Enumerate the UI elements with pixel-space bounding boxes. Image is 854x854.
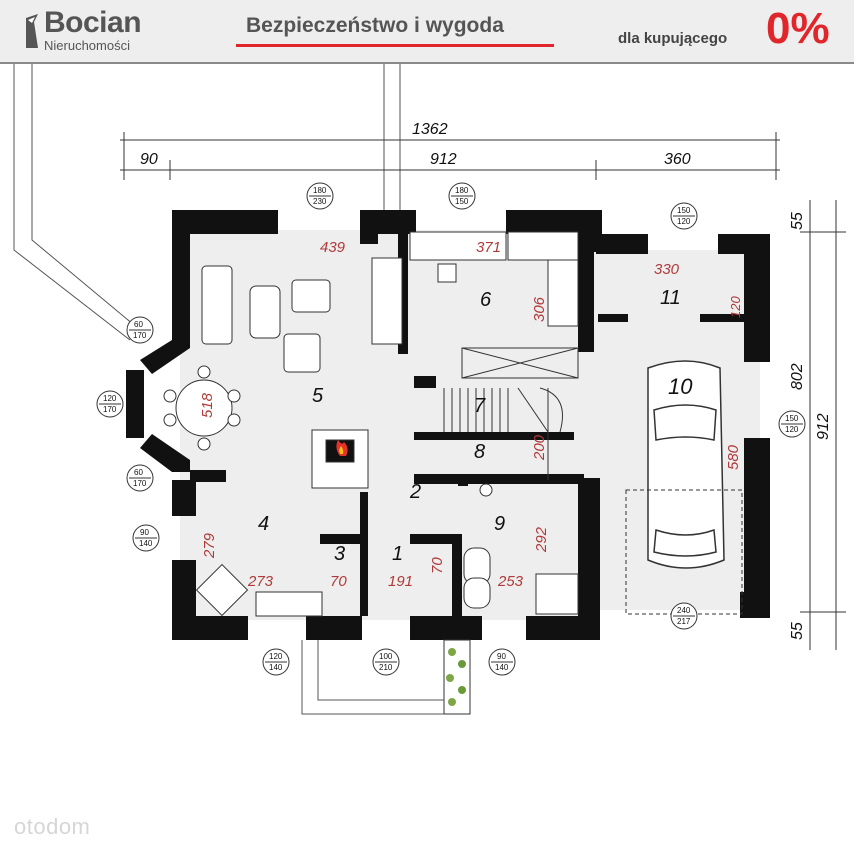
svg-text:210: 210: [379, 663, 393, 672]
dim-580: 580: [725, 444, 742, 470]
dim-330: 330: [654, 261, 680, 278]
header-banner: Bocian Nieruchomości Bezpieczeństwo i wy…: [0, 0, 854, 64]
staircase: [443, 347, 579, 480]
svg-text:180: 180: [313, 186, 327, 195]
furniture: [163, 231, 579, 617]
dim-253: 253: [497, 573, 524, 590]
svg-text:60: 60: [134, 320, 143, 329]
dim-191: 191: [388, 573, 413, 590]
svg-text:230: 230: [313, 197, 327, 206]
slogan-underline: [236, 44, 554, 47]
promo-value: 0%: [766, 4, 830, 53]
dim-273: 273: [247, 573, 274, 590]
slogan: Bezpieczeństwo i wygoda: [246, 14, 504, 37]
svg-text:90: 90: [497, 652, 506, 661]
svg-text:150: 150: [455, 197, 469, 206]
dim-200: 200: [531, 434, 548, 461]
svg-text:140: 140: [495, 663, 509, 672]
dim-371: 371: [476, 239, 501, 256]
room-4-label: 4: [258, 513, 269, 535]
fireplace-flame-icon: [336, 440, 348, 456]
dimension-lines: [120, 132, 846, 650]
dim-top-margin: 55: [789, 212, 806, 230]
dim-120: 120: [728, 296, 743, 318]
svg-text:140: 140: [139, 539, 153, 548]
room-10-label: 10: [668, 374, 693, 399]
dim-70-a: 70: [330, 573, 347, 590]
svg-text:90: 90: [140, 528, 149, 537]
svg-text:150: 150: [677, 206, 691, 215]
svg-text:140: 140: [269, 663, 283, 672]
svg-text:217: 217: [677, 617, 691, 626]
room-11-label: 11: [660, 287, 681, 309]
promo-label: dla kupującego: [618, 30, 728, 47]
svg-text:150: 150: [785, 414, 799, 423]
logo-bird-icon: [26, 14, 38, 48]
room-8-label: 8: [474, 441, 485, 463]
room-9-label: 9: [494, 513, 505, 535]
svg-text:170: 170: [133, 479, 147, 488]
dim-279: 279: [201, 532, 218, 559]
dim-bottom-margin: 55: [789, 622, 806, 640]
svg-text:180: 180: [455, 186, 469, 195]
brand-name: Bocian: [44, 6, 142, 39]
dim-house-width: 912: [430, 151, 457, 168]
terrace-outline: [13, 64, 401, 341]
svg-text:120: 120: [785, 425, 799, 434]
svg-text:170: 170: [103, 405, 117, 414]
dim-garage-width: 360: [664, 151, 691, 168]
dim-right-height: 802: [789, 363, 806, 390]
svg-text:60: 60: [134, 468, 143, 477]
svg-text:120: 120: [677, 217, 691, 226]
room-3-label: 3: [334, 543, 345, 565]
dim-439: 439: [320, 239, 346, 256]
dim-70-b: 70: [429, 557, 446, 574]
brand-subtitle: Nieruchomości: [44, 38, 130, 53]
svg-text:170: 170: [133, 331, 147, 340]
room-1-label: 1: [392, 543, 403, 565]
dim-total-width: 1362: [412, 121, 448, 138]
floor-plan: 1362 90 912 360 55 802 912 55: [13, 64, 846, 715]
bay-window-walls: [126, 340, 190, 472]
dim-518: 518: [199, 392, 216, 418]
entrance-steps: [301, 640, 444, 715]
room-2-label: 2: [409, 481, 421, 503]
svg-text:100: 100: [379, 652, 393, 661]
dim-right-total: 912: [815, 413, 832, 440]
walls: [172, 210, 770, 640]
room-labels: 1 2 3 4 5 6 7 8 9 10 11: [258, 287, 693, 565]
room-5-label: 5: [312, 385, 324, 407]
room-7-label: 7: [474, 395, 486, 417]
svg-text:120: 120: [269, 652, 283, 661]
dim-left-offset: 90: [140, 151, 158, 168]
dim-292: 292: [533, 526, 550, 553]
dim-306: 306: [531, 296, 548, 322]
inner-dimensions: 439 371 306 330 120 518 580 200 292 279 …: [199, 239, 743, 590]
svg-text:240: 240: [677, 606, 691, 615]
car-icon: [647, 360, 725, 569]
room-6-label: 6: [480, 289, 492, 311]
svg-text:120: 120: [103, 394, 117, 403]
planter: [443, 639, 471, 715]
watermark-logo: otodom: [14, 814, 91, 839]
